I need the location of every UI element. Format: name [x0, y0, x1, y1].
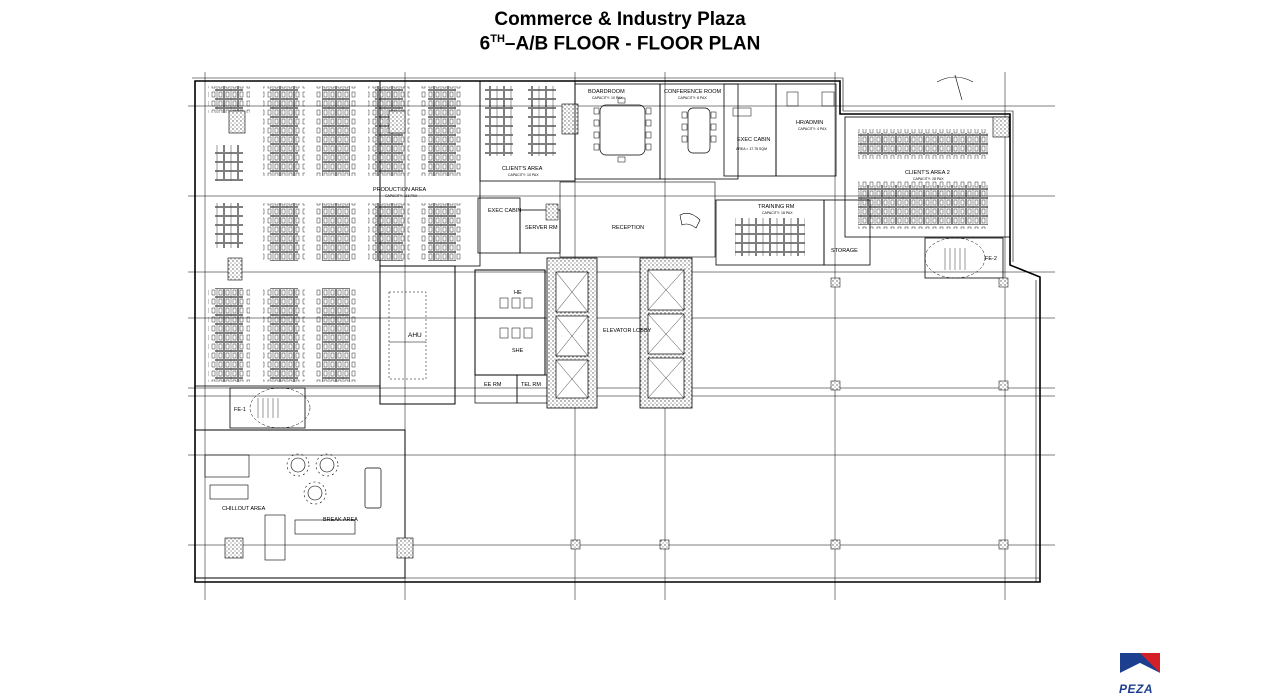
svg-text:CAPACITY: 4 PAX: CAPACITY: 4 PAX: [798, 127, 827, 131]
chillout-area-label: CHILLOUT AREA: [222, 506, 266, 512]
restrooms: HE SHE EE RM TEL RM: [474, 269, 548, 404]
elevator-lobby-label: ELEVATOR LOBBY: [603, 328, 652, 334]
columns: [570, 277, 1009, 550]
clients-area-2-label: CLIENT'S AREA 2: [905, 170, 950, 176]
he-label: HE: [514, 290, 522, 296]
server-rm-label: SERVER RM: [525, 225, 558, 231]
chillout-break-area: CHILLOUT AREA BREAK AREA: [194, 429, 414, 579]
conference-room-label: CONFERENCE ROOM: [664, 89, 722, 95]
svg-text:CAPACITY: 10 PAX: CAPACITY: 10 PAX: [592, 96, 623, 100]
svg-text:CAPACITY: 10 PAX: CAPACITY: 10 PAX: [508, 173, 539, 177]
reception: RECEPTION: [559, 181, 716, 258]
elevator-core-left: [546, 257, 598, 409]
hr-admin-label: HR/ADMIN: [796, 120, 823, 126]
exec-cabin-2-label: EXEC CABIN: [488, 208, 521, 214]
storage-label: STORAGE: [831, 248, 858, 254]
peza-logo-icon: [1120, 653, 1160, 679]
svg-text:CAPACITY: 8 PAX: CAPACITY: 8 PAX: [678, 96, 707, 100]
ee-rm-label: EE RM: [484, 382, 502, 388]
plan-title: Commerce & Industry Plaza: [494, 9, 746, 30]
break-area-label: BREAK AREA: [323, 517, 358, 523]
tel-rm-label: TEL RM: [521, 382, 541, 388]
training-rm-label: TRAINING RM: [758, 204, 795, 210]
boardroom-label: BOARDROOM: [588, 89, 625, 95]
conference-room: CONFERENCE ROOM CAPACITY: 8 PAX: [659, 83, 739, 180]
exec-cabin-label: EXEC CABIN: [737, 137, 770, 143]
svg-text:CAPACITY: 116 PAX: CAPACITY: 116 PAX: [385, 194, 418, 198]
boardroom: BOARDROOM CAPACITY: 10 PAX: [574, 83, 661, 180]
training-room: TRAINING RM CAPACITY: 18 PAX: [715, 199, 825, 266]
plan-subtitle: 6TH–A/B FLOOR - FLOOR PLAN: [479, 33, 761, 55]
north-arrow: [936, 74, 974, 101]
structural-grid: [188, 72, 1055, 600]
she-label: SHE: [512, 348, 524, 354]
ahu-room: AHU: [379, 265, 456, 405]
clients-area-label: CLIENT'S AREA: [502, 166, 543, 172]
svg-text:CAPACITY: 28 PAX: CAPACITY: 28 PAX: [913, 177, 944, 181]
fire-exit-1: FE-1: [229, 387, 311, 429]
exec-cabin: EXEC CABIN AREA = 17.75 SQM: [723, 83, 777, 177]
fe-1-label: FE-1: [234, 407, 246, 413]
elevator-core-right: [639, 257, 693, 409]
fe-2-label: FE-2: [985, 256, 997, 262]
production-area-label: PRODUCTION AREA: [373, 187, 427, 193]
reception-label: RECEPTION: [612, 225, 644, 231]
fire-exit-2: FE-2: [924, 237, 1004, 279]
peza-logo-text: PEZA: [1119, 682, 1154, 696]
svg-text:CAPACITY: 18 PAX: CAPACITY: 18 PAX: [762, 211, 793, 215]
storage: STORAGE: [823, 199, 871, 266]
svg-text:AREA = 17.75 SQM: AREA = 17.75 SQM: [736, 147, 767, 151]
hr-admin: HR/ADMIN CAPACITY: 4 PAX: [775, 83, 837, 177]
server-room: EXEC CABIN SERVER RM: [477, 197, 561, 254]
clients-area-2: CLIENT'S AREA 2 CAPACITY: 28 PAX: [844, 116, 1011, 238]
ahu-label: AHU: [408, 332, 422, 339]
production-area: PRODUCTION AREA CAPACITY: 116 PAX: [194, 80, 556, 387]
